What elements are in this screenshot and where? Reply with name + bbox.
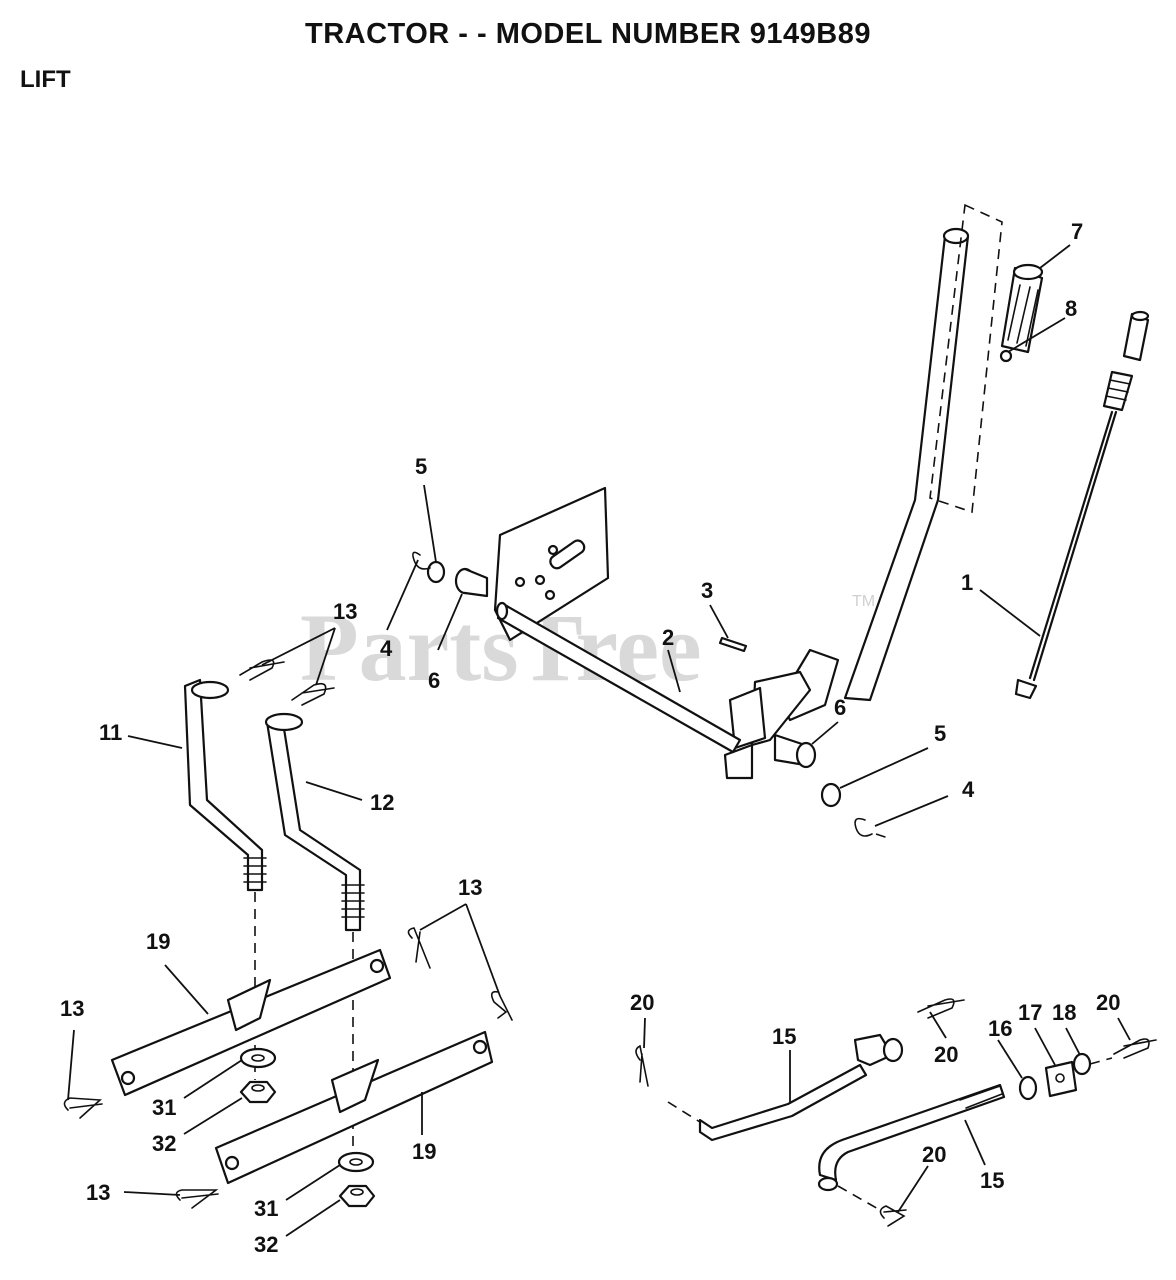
- rod-clip-4[interactable]: [879, 1205, 907, 1227]
- hairpin-clip-4[interactable]: [490, 990, 513, 1021]
- lock-nut-upper[interactable]: [239, 1080, 277, 1104]
- callout-18: 18: [1052, 1000, 1076, 1025]
- lift-spring-rod[interactable]: [1014, 310, 1150, 700]
- callout-6-upper: 6: [428, 668, 440, 693]
- handle-grip[interactable]: [1000, 263, 1044, 354]
- deck-rod-lower[interactable]: [817, 1083, 1006, 1192]
- bracket-plate[interactable]: [493, 486, 610, 642]
- callout-16: 16: [988, 1016, 1012, 1041]
- lock-nut-lower[interactable]: [338, 1184, 376, 1208]
- callout-13-middle: 13: [458, 875, 482, 900]
- nut-axis: [1089, 1057, 1113, 1065]
- lift-arm-lower[interactable]: [214, 1030, 494, 1185]
- callout-7: 7: [1071, 219, 1083, 244]
- hairpin-clip-6[interactable]: [175, 1189, 219, 1209]
- callout-13-top: 13: [333, 599, 357, 624]
- rod-axis-lower: [837, 1185, 881, 1211]
- deck-rod-upper[interactable]: [698, 1033, 904, 1142]
- callout-17: 17: [1018, 1000, 1042, 1025]
- callout-20-middle: 20: [934, 1042, 958, 1067]
- callout-32-upper: 32: [152, 1131, 176, 1156]
- callout-13-left: 13: [60, 996, 84, 1021]
- lift-arm-upper[interactable]: [110, 948, 392, 1097]
- callout-6-lower: 6: [834, 695, 846, 720]
- callout-31-lower: 31: [254, 1196, 278, 1221]
- grip-ball[interactable]: [999, 349, 1013, 363]
- callout-20-right: 20: [1096, 990, 1120, 1015]
- bushing-upper[interactable]: [454, 567, 489, 598]
- watermark-trademark: TM: [852, 593, 875, 610]
- e-ring-lower[interactable]: [854, 817, 873, 837]
- callout-5-upper: 5: [415, 454, 427, 479]
- washer-upper[interactable]: [426, 560, 446, 584]
- rod-axis-upper: [667, 1101, 701, 1123]
- callout-4-lower: 4: [962, 777, 975, 802]
- shaft-key[interactable]: [718, 636, 748, 653]
- page-title: TRACTOR - - MODEL NUMBER 9149B89: [304, 18, 871, 50]
- trunnion-block[interactable]: [1044, 1060, 1078, 1098]
- arm-bushing-upper[interactable]: [239, 1047, 277, 1069]
- rod-washer[interactable]: [1018, 1075, 1038, 1101]
- callout-15-lower: 15: [980, 1168, 1004, 1193]
- hairpin-clip-2[interactable]: [291, 682, 335, 706]
- callout-12: 12: [370, 790, 394, 815]
- callout-20-left: 20: [630, 990, 654, 1015]
- trunnion-nut[interactable]: [1072, 1052, 1092, 1076]
- callout-19-upper: 19: [146, 929, 170, 954]
- callout-31-upper: 31: [152, 1095, 176, 1120]
- bushing-lower[interactable]: [773, 733, 817, 769]
- callout-11: 11: [99, 720, 122, 745]
- section-label: LIFT: [20, 66, 71, 93]
- hairpin-clip-5[interactable]: [63, 1097, 103, 1119]
- rod-clip-1[interactable]: [635, 1044, 649, 1087]
- washer-lower[interactable]: [820, 782, 842, 808]
- callout-13-bottom: 13: [86, 1180, 110, 1205]
- lift-link-right[interactable]: [264, 712, 365, 932]
- callout-1: 1: [961, 570, 973, 595]
- lift-shaft[interactable]: [495, 601, 742, 754]
- callout-2: 2: [662, 625, 674, 650]
- e-ring-upper[interactable]: [412, 551, 431, 570]
- callout-8: 8: [1065, 296, 1077, 321]
- callout-19-lower: 19: [412, 1139, 436, 1164]
- callout-4-upper: 4: [380, 636, 393, 661]
- rod-clip-2[interactable]: [917, 998, 965, 1019]
- callout-20-bottom: 20: [922, 1142, 946, 1167]
- callout-5-lower: 5: [934, 721, 946, 746]
- callout-15-upper: 15: [772, 1024, 796, 1049]
- hairpin-clip-1[interactable]: [239, 659, 285, 681]
- callout-3: 3: [701, 578, 713, 603]
- callout-32-lower: 32: [254, 1232, 278, 1257]
- ring-axis: [875, 833, 889, 839]
- hairpin-clip-3[interactable]: [407, 927, 431, 969]
- lift-link-left[interactable]: [183, 678, 267, 892]
- arm-bushing-lower[interactable]: [337, 1151, 375, 1173]
- leader-lines: [67, 244, 1131, 1237]
- lift-handle[interactable]: [723, 227, 970, 780]
- grip-outline: [929, 203, 1003, 514]
- rod-clip-3[interactable]: [1113, 1038, 1157, 1059]
